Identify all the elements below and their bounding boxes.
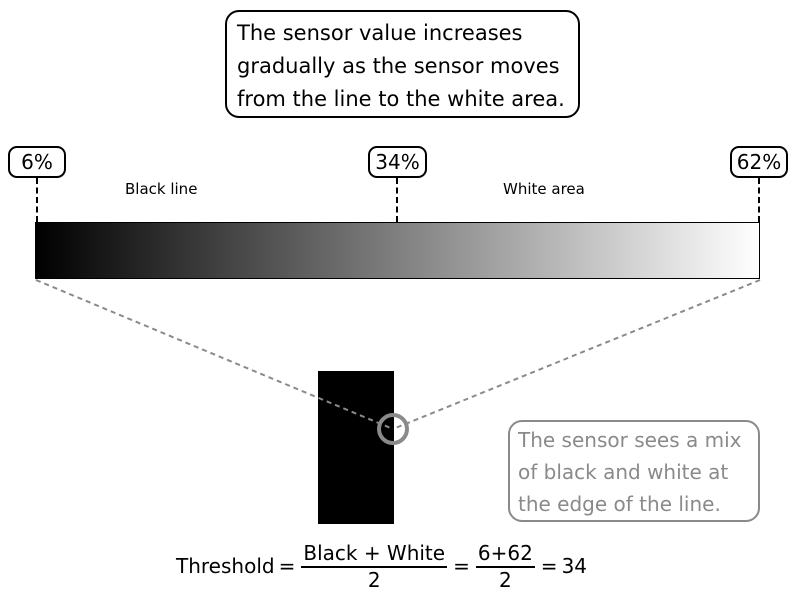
edge-note-line-2: of black and white at (518, 460, 729, 484)
edge-note-line-1: The sensor sees a mix (518, 428, 742, 452)
formula-equals-2: = (453, 554, 470, 578)
explanation-callout: The sensor value increases gradually as … (225, 10, 580, 118)
black-line-strip (318, 371, 394, 524)
formula-equals-1: = (278, 554, 296, 578)
fraction-2-numerator: 6+62 (475, 541, 535, 568)
value-badge-black: 6% (8, 146, 66, 178)
sensor-gradient-bar (35, 222, 760, 279)
connector-right (392, 279, 761, 430)
edge-note-callout: The sensor sees a mix of black and white… (508, 420, 760, 522)
fraction-2-denominator: 2 (498, 567, 512, 592)
formula-fraction-2: 6+62 2 (475, 541, 535, 592)
black-line-label: Black line (125, 180, 198, 198)
formula-equals-3: = (540, 554, 558, 578)
explanation-line-1: The sensor value increases (237, 21, 523, 45)
formula-fraction-1: Black + White 2 (301, 541, 448, 592)
formula-result: 34 (561, 554, 588, 578)
tick-white (758, 178, 760, 222)
fraction-1-denominator: 2 (367, 567, 381, 592)
value-badge-white: 62% (730, 146, 788, 178)
explanation-line-2: gradually as the sensor moves (237, 54, 560, 78)
formula-lhs: Threshold (176, 554, 275, 578)
explanation-line-3: from the line to the white area. (237, 87, 565, 111)
threshold-formula: Threshold = Black + White 2 = 6+62 2 = 3… (176, 538, 587, 594)
connector-left (35, 279, 394, 430)
tick-black (36, 178, 38, 222)
sensor-ring-icon (377, 413, 409, 445)
tick-threshold (396, 178, 398, 222)
value-badge-threshold: 34% (368, 146, 427, 178)
edge-note-line-3: the edge of the line. (518, 492, 721, 516)
fraction-1-numerator: Black + White (301, 541, 448, 568)
white-area-label: White area (503, 180, 585, 198)
